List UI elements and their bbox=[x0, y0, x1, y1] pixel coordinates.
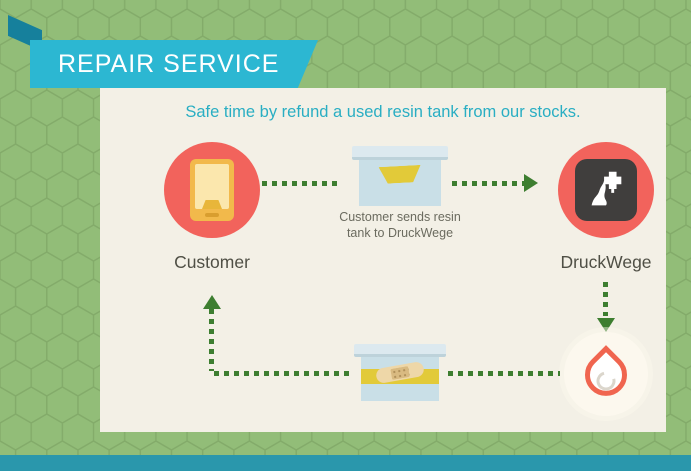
ribbon-title: REPAIR SERVICE bbox=[58, 49, 280, 78]
tank-body bbox=[359, 160, 441, 206]
bandage-pad bbox=[390, 365, 410, 380]
tablet-icon bbox=[190, 159, 234, 221]
dotted-line-down bbox=[603, 282, 608, 316]
tank-caption-line2: tank to DruckWege bbox=[346, 226, 454, 241]
tablet-screen bbox=[195, 164, 229, 209]
droplet-badge bbox=[564, 332, 648, 416]
arrowhead-right-icon bbox=[524, 174, 538, 192]
tank-caption-line1: Customer sends resin bbox=[339, 210, 461, 224]
dotted-line-customer-to-tank bbox=[262, 181, 342, 186]
dotted-line-droplet-to-tank bbox=[448, 371, 560, 376]
tablet-screen-shape bbox=[202, 200, 222, 209]
arrowhead-up-icon bbox=[203, 295, 221, 309]
footer-bar bbox=[0, 455, 691, 471]
tablet-home-button bbox=[205, 213, 219, 217]
druckwege-label: DruckWege bbox=[560, 252, 652, 272]
arrowhead-down-icon bbox=[597, 318, 615, 332]
printer-icon-glyph bbox=[591, 171, 622, 206]
resin-tank-icon bbox=[352, 146, 448, 206]
headline: Safe time by refund a used resin tank fr… bbox=[185, 103, 581, 121]
printer-icon bbox=[575, 159, 637, 221]
repaired-tank-lid bbox=[354, 344, 446, 357]
tank-flap bbox=[379, 165, 422, 184]
dotted-line-tank-to-druckwege bbox=[452, 181, 524, 186]
tank-lid bbox=[352, 146, 448, 160]
repaired-tank-body bbox=[361, 357, 439, 401]
druckwege-circle bbox=[558, 142, 654, 238]
customer-label: Customer bbox=[174, 252, 250, 272]
dotted-line-tank-to-customer bbox=[214, 371, 352, 376]
repair-service-ribbon: REPAIR SERVICE bbox=[30, 40, 318, 88]
repaired-tank-icon bbox=[354, 344, 446, 401]
customer-circle bbox=[164, 142, 260, 238]
tank-caption: Customer sends resin tank to DruckWege bbox=[290, 209, 510, 242]
dotted-line-up bbox=[209, 309, 214, 371]
